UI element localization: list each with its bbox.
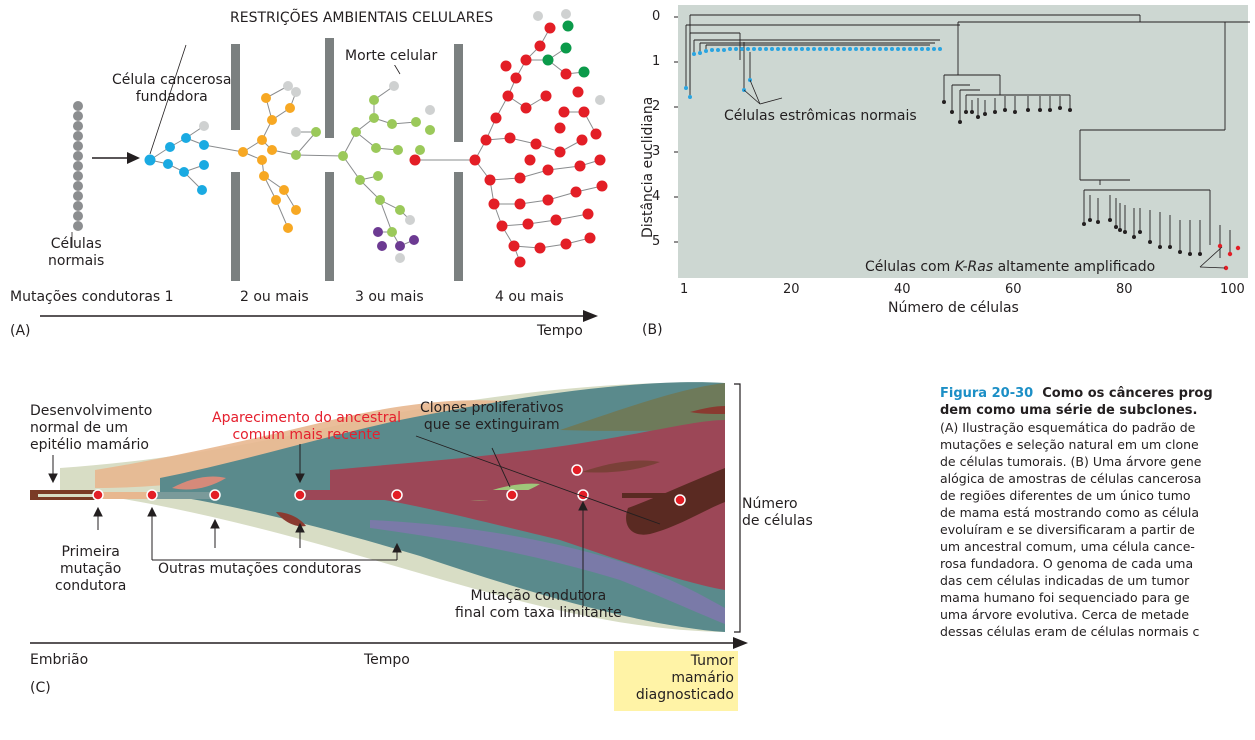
caption-line: de regiões diferentes de um único tumo (940, 488, 1191, 503)
y-tick-3: 3 (652, 144, 661, 159)
panel-a-title: RESTRIÇÕES AMBIENTAIS CELULARES (230, 10, 494, 26)
time-label-c: Tempo (364, 652, 410, 668)
caption-line: um ancestral comum, uma célula cance- (940, 539, 1195, 554)
x-tick-40: 40 (894, 282, 911, 297)
embryo-label: Embrião (30, 652, 89, 668)
panel-b-label: (B) (642, 322, 663, 338)
caption-line: evoluíram e se diversificaram a partir d… (940, 522, 1195, 537)
x-tick-100: 100 (1220, 282, 1245, 297)
founder-label: Célula cancerosa fundadora (112, 72, 232, 105)
purple-cells (373, 227, 419, 251)
cell-death-label: Morte celular (345, 48, 438, 65)
dendrogram-branches (685, 14, 1250, 258)
mutation-dots (92, 464, 686, 506)
stage3-cells (291, 95, 435, 237)
time-label-a: Tempo (537, 323, 583, 339)
figure-caption: Figura 20-30 Como os cânceres prog dem c… (940, 385, 1255, 740)
tumor-cell-leaves (942, 100, 1202, 256)
stage-4-label: 4 ou mais (495, 289, 564, 305)
caption-line: de mama está mostrando como as célula (940, 505, 1200, 520)
extinct-clones-label: Clones proliferativos que se extinguiram (420, 400, 564, 433)
caption-line: de células tumorais. (B) Uma árvore gene (940, 454, 1202, 469)
founder-cells (144, 133, 209, 195)
panel-a-label: (A) (10, 323, 31, 339)
caption-title: Figura 20-30 Como os cânceres prog (940, 386, 1213, 401)
stromal-cells-label: Células estrômicas normais (724, 108, 917, 124)
caption-line: alógica de amostras de células cancerosa (940, 471, 1202, 486)
normal-cells (73, 101, 83, 231)
caption-title-cont: dem como uma série de subclones. (940, 403, 1198, 418)
x-tick-1: 1 (680, 282, 689, 297)
caption-body: (A) Ilustração esquemática do padrão de m… (940, 419, 1255, 640)
caption-line: dessas células eram de células normais c (940, 624, 1200, 639)
y-tick-0: 0 (652, 9, 661, 24)
y-tick-1: 1 (652, 54, 661, 69)
y-tick-5: 5 (652, 234, 661, 249)
caption-line: rosa fundadora. O genoma de cada uma (940, 556, 1194, 571)
common-ancestor-label: Aparecimento do ancestral comum mais rec… (212, 410, 401, 443)
barriers (231, 38, 463, 281)
stage-1-label: Mutações condutoras 1 (10, 289, 174, 305)
x-axis-label: Número de células (888, 300, 1019, 316)
caption-line: (A) Ilustração esquemática do padrão de (940, 420, 1196, 435)
stage2-cells (238, 93, 301, 233)
first-mutation-label: Primeira mutação condutora (55, 544, 127, 594)
tumor-highlight (614, 651, 738, 711)
caption-line: uma árvore evolutiva. Cerca de metade (940, 607, 1190, 622)
other-mutations-label: Outras mutações condutoras (158, 561, 362, 577)
cell-count-label: Número de células (742, 496, 813, 529)
stage-2-label: 2 ou mais (240, 289, 309, 305)
kras-cell-leaves (1217, 243, 1241, 271)
green-cells (542, 20, 590, 78)
arrow-to-founder (127, 152, 140, 164)
tumor-diagnosed-label: Tumor mamário diagnosticado (635, 653, 734, 703)
stage-3-label: 3 ou mais (355, 289, 424, 305)
caption-line: mutações e seleção natural em um clone (940, 437, 1199, 452)
caption-line: mama humano foi sequenciado para ge (940, 590, 1190, 605)
panel-c-label: (C) (30, 680, 51, 696)
normal-cells-label: Células normais (48, 236, 105, 269)
time-arrowhead-a (583, 310, 598, 322)
x-tick-20: 20 (783, 282, 800, 297)
normal-development-label: Desenvolvimento normal de um epitélio ma… (30, 403, 153, 453)
x-tick-80: 80 (1116, 282, 1133, 297)
stage4-cells (409, 22, 608, 268)
y-tick-2: 2 (652, 99, 661, 114)
final-mutation-label: Mutação condutora final com taxa limitan… (455, 588, 622, 621)
y-tick-4: 4 (652, 189, 661, 204)
x-tick-60: 60 (1005, 282, 1022, 297)
kras-cells-label: Células com K-Ras altamente amplificado (865, 259, 1156, 275)
caption-line: das cem células indicadas de um tumor (940, 573, 1190, 588)
